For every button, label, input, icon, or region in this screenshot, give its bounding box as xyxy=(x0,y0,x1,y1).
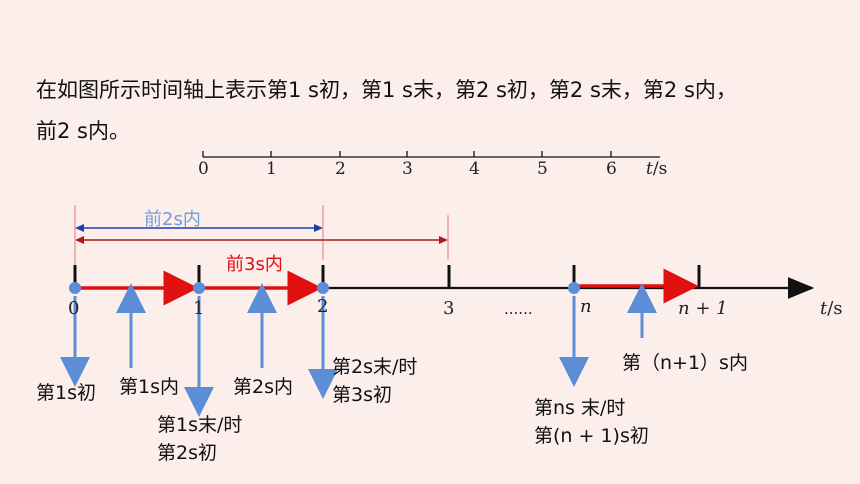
label-s1-in: 第1s内 xyxy=(119,376,179,398)
top-tick-5: 5 xyxy=(537,159,548,179)
first-2s-label: 前2s内 xyxy=(144,209,201,230)
top-axis-unit: t/s xyxy=(646,159,668,179)
label-s2-in: 第2s内 xyxy=(233,376,293,398)
first-3s-span xyxy=(75,236,448,244)
top-tick-6: 6 xyxy=(606,159,617,179)
first-2s-span xyxy=(75,224,323,232)
label-s1-end-a: 第1s末/时 xyxy=(157,414,243,436)
ellipsis: ...... xyxy=(504,300,533,318)
main-axis-unit: t/s xyxy=(820,298,843,319)
point-1 xyxy=(193,282,205,294)
label-ns-end-b: 第(n + 1)s初 xyxy=(534,425,649,447)
first-3s-label: 前3s内 xyxy=(226,254,283,275)
label-s2-end-b: 第3s初 xyxy=(332,384,392,406)
top-tick-0: 0 xyxy=(198,159,209,179)
top-tick-2: 2 xyxy=(335,159,346,179)
point-n xyxy=(568,282,580,294)
main-tick-3: 3 xyxy=(443,298,455,319)
question-line-1: 在如图所示时间轴上表示第1 s初，第1 s末，第2 s初，第2 s末，第2 s内… xyxy=(36,78,737,102)
question-line-2: 前2 s内。 xyxy=(36,119,130,143)
point-2 xyxy=(317,282,329,294)
main-tick-n1: n + 1 xyxy=(678,298,728,319)
main-tick-n: n xyxy=(580,296,592,317)
point-0 xyxy=(69,282,81,294)
top-tick-4: 4 xyxy=(469,159,480,179)
top-axis xyxy=(202,151,660,158)
main-tick-1: 1 xyxy=(193,298,205,319)
main-tick-2: 2 xyxy=(317,296,329,317)
top-tick-3: 3 xyxy=(402,159,413,179)
label-ns-end-a: 第ns 末/时 xyxy=(534,397,626,419)
main-axis xyxy=(73,265,815,299)
main-tick-0: 0 xyxy=(68,298,80,319)
label-s1-end-b: 第2s初 xyxy=(157,442,217,464)
label-n1-in: 第（n+1）s内 xyxy=(622,352,748,374)
top-tick-1: 1 xyxy=(266,159,277,179)
label-s2-end-a: 第2s末/时 xyxy=(332,356,418,378)
label-s1-start: 第1s初 xyxy=(36,382,96,404)
question-text: 在如图所示时间轴上表示第1 s初，第1 s末，第2 s初，第2 s末，第2 s内… xyxy=(36,70,836,152)
